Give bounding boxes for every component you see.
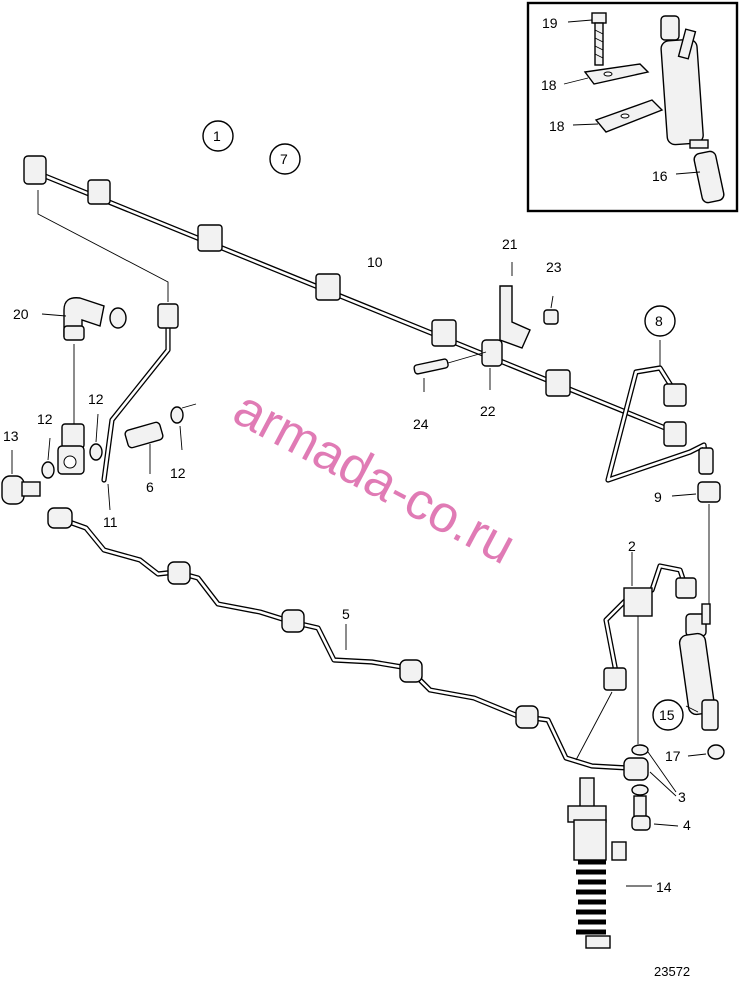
callout-21: 21 [502,236,518,252]
washer-part [41,403,197,479]
clamp-plate-part [583,63,650,85]
callout-9: 9 [654,489,662,505]
callout-12: 12 [88,391,104,407]
callout-24: 24 [413,416,429,432]
circled-callout: 8 [644,305,676,337]
circled-callout: 15 [652,699,684,731]
callout-5: 5 [342,606,350,622]
callout-2: 2 [628,538,636,554]
return-pipe [605,340,714,483]
callout-11: 11 [103,514,118,530]
callout-1: 1 [213,128,221,144]
sleeve-part [671,481,721,610]
callout-22: 22 [480,403,496,419]
callout-14: 14 [656,879,672,895]
inset-detail-box: 19 18 18 16 [526,1,739,213]
clamp-plate-part [594,99,664,133]
callout-19: 19 [542,15,558,31]
banjo-bolt-part [1,450,41,505]
pump-element-part [567,777,652,949]
injection-pipe-2 [575,552,697,761]
washer-part [687,744,725,760]
injector-part [678,603,719,731]
callout-18: 18 [549,118,565,134]
banjo-bolt-part [631,744,679,831]
callout-12: 12 [170,465,186,481]
bracket-part [481,262,531,367]
callout-10: 10 [367,254,383,270]
callout-13: 13 [3,428,19,444]
nut-part [543,295,559,325]
circled-callout: 7 [269,143,301,175]
sleeve-part [693,150,725,204]
callout-7: 7 [280,151,288,167]
callout-6: 6 [146,479,154,495]
bolt-part [591,12,607,66]
callout-8: 8 [655,313,663,329]
rail-fitting [23,155,687,447]
banjo-fitting-part [57,423,85,475]
fuel-pipe-5 [47,507,649,781]
callout-15: 15 [659,707,675,723]
callout-17: 17 [665,748,681,764]
screw-part [413,351,487,392]
callout-4: 4 [683,817,691,833]
fuel-rail-pipe [23,155,687,447]
callout-18: 18 [541,77,557,93]
callout-20: 20 [13,306,29,322]
injection-pipe-11 [101,303,179,511]
union-part [124,421,164,474]
callout-16: 16 [652,168,668,184]
callout-12: 12 [37,411,53,427]
drawing-number: 23572 [654,964,690,979]
injector-part [660,15,709,149]
callout-3: 3 [678,789,686,805]
elbow-fitting-part [41,297,127,424]
circled-callout: 1 [202,120,234,152]
banjo-eye [47,507,649,781]
callout-23: 23 [546,259,562,275]
